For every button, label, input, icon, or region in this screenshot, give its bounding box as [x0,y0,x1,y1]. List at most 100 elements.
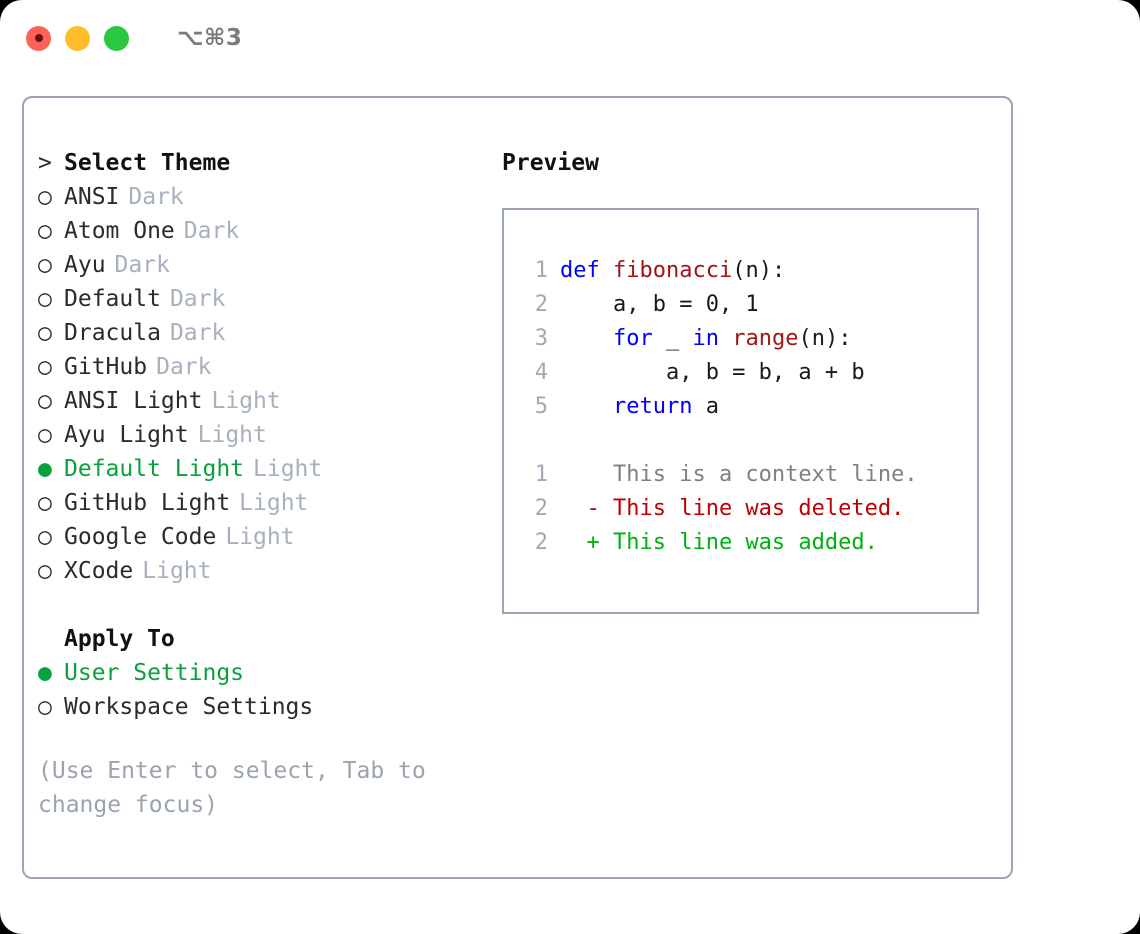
keyboard-hint: (Use Enter to select, Tab to change focu… [38,758,426,818]
code-gap [520,424,977,458]
theme-option-label: ANSI [64,184,120,210]
radio-empty-icon: ○ [38,388,52,414]
theme-option-label: GitHub [64,354,148,380]
diff-text: This line was deleted. [612,496,905,521]
code-token: (n): [732,258,786,283]
radio-empty-icon: ○ [38,694,52,720]
theme-option-github[interactable]: ○ GitHub Dark [38,350,488,384]
theme-option-variant-tag: Dark [183,218,240,244]
maximize-button[interactable] [104,25,129,51]
radio-empty-icon: ○ [38,354,52,380]
code-token: range [732,326,799,351]
line-number: 1 [534,258,548,283]
theme-option-ansi[interactable]: ○ ANSI Dark [38,180,488,214]
keyboard-shortcut-label: ⌥⌘3 [177,25,243,51]
diff-line: 2 - This line was deleted. [520,492,977,526]
code-token: (n): [798,326,852,351]
theme-option-atom-one[interactable]: ○ Atom One Dark [38,214,488,248]
code-line: 3 for _ in range(n): [520,322,977,356]
theme-option-variant-tag: Light [225,524,295,550]
minimize-button[interactable] [65,25,90,51]
theme-option-label: Dracula [64,320,161,346]
code-token: for [612,326,653,351]
radio-empty-icon: ○ [38,218,52,244]
apply-to-option-label: User Settings [64,660,245,686]
apply-to-title: Apply To [64,626,175,652]
close-button[interactable] [26,25,51,51]
code-line: 5 return a [520,390,977,424]
theme-option-variant-tag: Light [211,388,281,414]
apply-to-option-user-settings[interactable]: ● User Settings [38,656,488,690]
line-number: 3 [534,326,548,351]
title-bar: ⌥⌘3 [0,0,1140,76]
diff-text: This line was added. [612,530,878,555]
code-token [560,322,613,356]
theme-option-variant-tag: Dark [156,354,212,380]
line-number: 2 [534,530,548,555]
apply-to-option-label: Workspace Settings [64,694,314,720]
code-line: 4 a, b = b, a + b [520,356,977,390]
radio-empty-icon: ○ [38,184,52,210]
theme-option-xcode[interactable]: ○ XCode Light [38,554,488,588]
code-line: 1 def fibonacci(n): [520,254,977,288]
theme-option-variant-tag: Dark [128,184,184,210]
theme-option-label: Default Light [64,456,245,482]
radio-empty-icon: ○ [38,558,52,584]
theme-option-label: XCode [64,558,134,584]
code-line: 2 a, b = 0, 1 [520,288,977,322]
list-spacer [38,588,488,622]
line-number: 2 [534,496,548,521]
diff-marker [560,458,613,492]
code-token: fibonacci [612,258,733,283]
radio-empty-icon: ○ [38,490,52,516]
line-number: 1 [534,462,548,487]
theme-option-ayu-light[interactable]: ○ Ayu Light Light [38,418,488,452]
apply-to-options: ● User Settings ○ Workspace Settings [38,656,488,724]
theme-option-variant-tag: Dark [114,252,170,278]
diff-line: 1 This is a context line. [520,458,977,492]
apply-to-option-workspace-settings[interactable]: ○ Workspace Settings [38,690,488,724]
radio-selected-icon: ● [38,456,52,482]
theme-option-variant-tag: Light [197,422,267,448]
diff-marker: - [560,496,613,521]
theme-option-label: Ayu [64,252,106,278]
heading-indent: ○ [38,622,64,656]
apply-to-heading: ○ Apply To [38,622,488,656]
theme-option-variant-tag: Light [142,558,212,584]
close-icon [34,34,43,42]
page-title: Select Theme [64,150,231,176]
code-token: return [612,394,693,419]
code-token: def [560,258,613,283]
prompt-caret-icon: > [38,150,52,176]
radio-empty-icon: ○ [38,422,52,448]
code-token: in [692,326,719,351]
radio-selected-icon: ● [38,660,52,686]
theme-option-label: Ayu Light [64,422,189,448]
code-token [560,390,613,424]
radio-empty-icon: ○ [38,286,52,312]
code-token: _ [652,326,693,351]
code-token [719,322,732,356]
theme-option-variant-tag: Dark [169,320,226,346]
theme-option-default-light[interactable]: ● Default Light Light [38,452,488,486]
theme-option-variant-tag: Dark [169,286,226,312]
theme-option-label: Atom One [64,218,175,244]
theme-option-variant-tag: Light [253,456,323,482]
traffic-lights [26,25,129,51]
theme-list-heading: > Select Theme [38,146,488,180]
line-number: 4 [534,360,548,385]
line-number: 5 [534,394,548,419]
